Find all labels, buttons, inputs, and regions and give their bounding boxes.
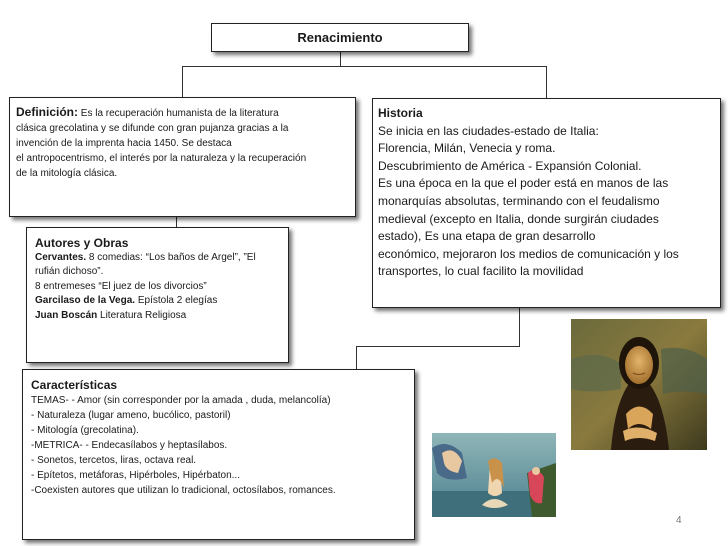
history-line: Se inicia en las ciudades-estado de Ital…	[378, 123, 599, 138]
history-line: monarquías absolutas, terminando con el …	[378, 193, 660, 208]
characteristics-line: -METRICA- - Endecasílabos y heptasílabos…	[31, 440, 228, 451]
mona-lisa-painting	[571, 319, 707, 450]
characteristics-box: Características TEMAS- - Amor (sin corre…	[22, 369, 415, 540]
definition-line: clásica grecolatina y se difunde con gra…	[16, 123, 289, 134]
characteristics-line: - Epítetos, metáforas, Hipérboles, Hipér…	[31, 470, 240, 481]
characteristics-line: - Sonetos, tercetos, liras, octava real.	[31, 455, 197, 466]
history-line: Es una época en la que el poder está en …	[378, 176, 669, 191]
page-number: 4	[676, 515, 682, 526]
history-line: transportes, lo cual facilito la movilid…	[378, 264, 584, 279]
history-line: Descubrimiento de América - Expansión Co…	[378, 158, 642, 173]
history-box: Historia Se inicia en las ciudades-estad…	[372, 98, 721, 308]
author-garcilaso-works: Epístola 2 elegías	[135, 295, 218, 307]
characteristics-line: - Naturaleza (lugar ameno, bucólico, pas…	[31, 410, 231, 421]
authors-line: 8 entremeses “El juez de los divorcios”	[35, 280, 207, 292]
connector-horizontal	[182, 66, 547, 67]
title-box: Renacimiento	[211, 23, 469, 52]
connector-title-down	[340, 52, 341, 66]
author-garcilaso: Garcilaso de la Vega.	[35, 295, 136, 307]
author-cervantes-works: 8 comedias: “Los baños de Argel”, ”El	[86, 252, 256, 263]
connector-to-characteristics	[356, 346, 357, 369]
characteristics-line: - Mitología (grecolatina).	[31, 425, 139, 436]
history-line: económico, mejoraron los medios de comun…	[378, 246, 679, 261]
title-text: Renacimiento	[297, 30, 383, 45]
definition-first-line: Es la recuperación humanista de la liter…	[78, 108, 279, 119]
connector-hist-horizontal	[356, 346, 520, 347]
characteristics-label: Características	[31, 378, 118, 392]
history-label: Historia	[378, 106, 423, 120]
author-cervantes: Cervantes.	[35, 252, 87, 263]
definition-line: invención de la imprenta hacia 1450. Se …	[16, 138, 232, 149]
connector-left-down	[182, 66, 183, 97]
history-line: estado), Es una etapa de gran desarrollo	[378, 229, 596, 244]
history-line: Florencia, Milán, Venecia y roma.	[378, 141, 556, 156]
author-boscan-works: Literatura Religiosa	[97, 309, 187, 321]
birth-of-venus-painting	[432, 433, 556, 517]
connector-right-down	[546, 66, 547, 98]
definition-line: de la mitología clásica.	[16, 168, 118, 179]
characteristics-line: -Coexisten autores que utilizan lo tradi…	[31, 485, 336, 496]
definition-box: Definición: Es la recuperación humanista…	[9, 97, 356, 217]
connector-def-to-authors	[176, 217, 177, 227]
connector-hist-down	[519, 308, 520, 346]
authors-box: Autores y Obras Cervantes. 8 comedias: “…	[26, 227, 289, 363]
author-boscan: Juan Boscán	[35, 309, 98, 321]
definition-line: el antropocentrismo, el interés por la n…	[16, 153, 307, 164]
authors-line: rufián dichoso”.	[35, 266, 104, 278]
characteristics-line: TEMAS- - Amor (sin corresponder por la a…	[31, 395, 331, 406]
definition-label: Definición:	[16, 105, 78, 119]
history-line: medieval (excepto en Italia, donde surgi…	[378, 211, 659, 226]
authors-label: Autores y Obras	[35, 236, 129, 250]
